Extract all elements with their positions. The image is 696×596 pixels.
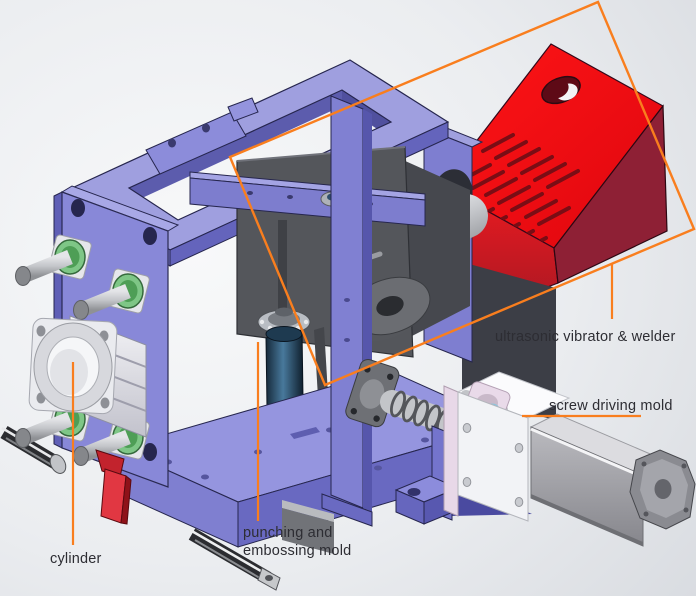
guide-bushing	[73, 268, 150, 320]
label-cylinder: cylinder	[50, 551, 102, 567]
frame-bracket-plate	[145, 97, 259, 175]
punch-rod-upper	[278, 220, 287, 315]
linear-rail-front	[188, 528, 281, 591]
label-ultrasonic: ultrasonic vibrator & welder	[495, 329, 675, 345]
lifting-hole	[541, 75, 581, 105]
side-plate-pink	[443, 385, 459, 517]
callout-rectangle	[228, 0, 696, 387]
linear-rail-left	[0, 425, 67, 474]
motor-mount-box	[456, 371, 571, 522]
rail-carriage	[282, 500, 334, 554]
pneumatic-cylinder	[28, 315, 147, 438]
screw-driving-assembly	[394, 371, 696, 547]
label-punching-line2: embossing mold	[243, 543, 351, 559]
welder-right-face	[553, 104, 668, 284]
guide-bushings-and-rods	[15, 234, 150, 466]
clamp-lever	[95, 449, 132, 525]
motor-end-cap	[629, 449, 696, 530]
label-screw: screw driving mold	[549, 398, 673, 414]
guide-bushing	[15, 234, 92, 286]
stepper-motor	[529, 413, 696, 547]
label-punching-line1: punching and	[243, 525, 332, 541]
